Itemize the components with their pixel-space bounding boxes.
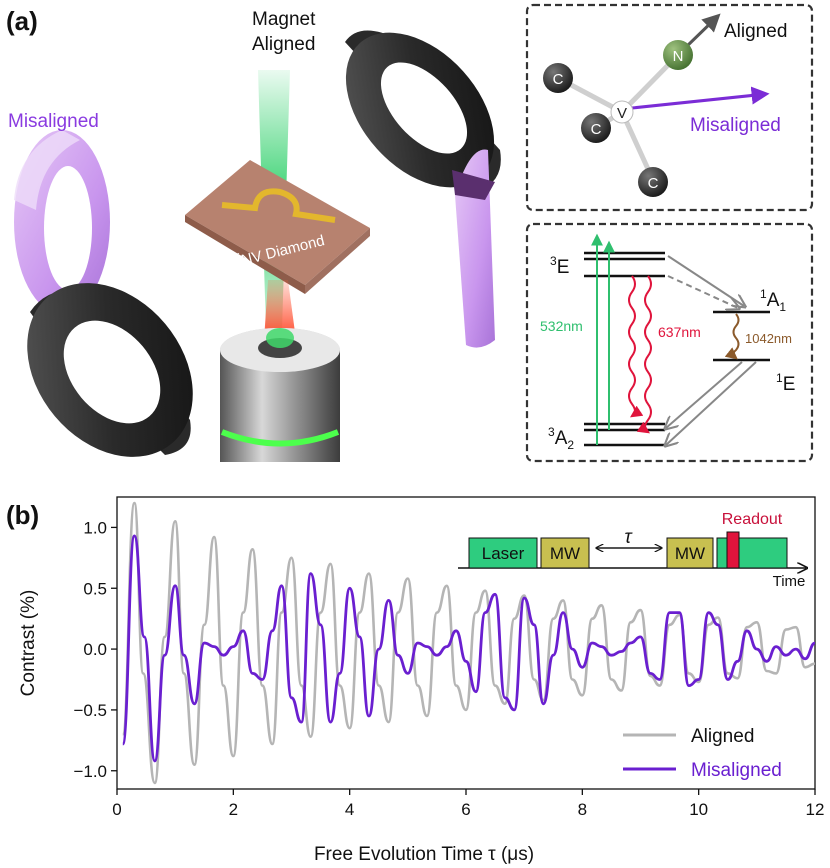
y-tick-label: 0.5 [83, 579, 107, 598]
time-label: Time [773, 573, 806, 590]
ir-wavelength-label: 1042nm [745, 331, 792, 346]
x-tick-label: 4 [345, 800, 354, 819]
x-tick-label: 6 [461, 800, 470, 819]
y-tick-label: 1.0 [83, 518, 107, 537]
tau-label: τ [624, 527, 633, 548]
pulse-sequence-inset: Time Laser MW τ MW Readout [458, 511, 806, 590]
nitrogen-atom [663, 40, 693, 70]
excitation-wavelength-label: 532nm [540, 318, 583, 334]
misaligned-magnet-label: Misaligned [8, 111, 99, 132]
y-tick-label: −0.5 [73, 701, 107, 720]
aligned-axis-arrow [683, 13, 721, 50]
x-tick-label: 2 [229, 800, 238, 819]
nv-diamond-sample [185, 160, 370, 294]
x-tick-label: 10 [689, 800, 708, 819]
structure-aligned-label: Aligned [724, 21, 787, 42]
y-tick-label: −1.0 [73, 762, 107, 781]
series-line-misaligned [121, 534, 816, 763]
misaligned-magnet-right [452, 149, 495, 348]
level-1A1-label: 1A1 [760, 287, 786, 314]
structure-misaligned-label: Misaligned [690, 115, 781, 136]
aligned-magnet-left [27, 283, 193, 457]
legend-aligned: Aligned [691, 726, 754, 747]
svg-text:C: C [648, 175, 659, 192]
x-ticks: 0 2 4 6 8 10 12 [112, 789, 824, 819]
misaligned-axis-arrow [631, 86, 770, 110]
x-tick-label: 12 [806, 800, 825, 819]
y-tick-label: 0.0 [83, 640, 107, 659]
microscope-objective [220, 328, 340, 462]
energy-level-diagram: 3E 3A2 1A1 1E 532nm 637nm 1042nm [525, 222, 814, 463]
carbon-atom [543, 63, 573, 93]
x-tick-label: 8 [578, 800, 587, 819]
panel-b-label: (b) [6, 500, 39, 530]
svg-text:C: C [591, 121, 602, 138]
x-axis-label: Free Evolution Time τ (μs) [314, 844, 534, 865]
misaligned-magnet-left [14, 130, 110, 314]
mw-pulse-1-label: MW [550, 544, 580, 563]
chart-legend: Aligned Misaligned [623, 726, 782, 781]
svg-text:V: V [617, 105, 627, 122]
svg-text:C: C [553, 71, 564, 88]
carbon-atom [581, 113, 611, 143]
level-3A2-label: 3A2 [548, 425, 574, 452]
magnet-aligned-label-line2: Aligned [252, 34, 315, 55]
magnet-aligned-label-line1: Magnet [252, 9, 316, 30]
x-tick-label: 0 [112, 800, 121, 819]
emission-wavelength-label: 637nm [658, 324, 701, 340]
y-ticks: −1.0 −0.5 0.0 0.5 1.0 [73, 518, 117, 781]
carbon-atom [638, 167, 668, 197]
laser-pulse-label: Laser [482, 544, 525, 563]
ramsey-chart: −1.0 −0.5 0.0 0.5 1.0 0 2 4 6 8 10 12 Free Evoluti… [18, 496, 824, 865]
vacancy-site [610, 100, 634, 124]
level-1E-label: 1E [776, 371, 795, 395]
legend-misaligned: Misaligned [691, 760, 782, 781]
mw-pulse-2-label: MW [675, 544, 705, 563]
svg-text:N: N [673, 48, 684, 65]
panel-a-label: (a) [6, 6, 38, 36]
nv-structure-panel: C C C N V Aligned Misaligned [525, 3, 814, 212]
y-axis-label: Contrast (%) [18, 590, 39, 697]
aligned-magnet-right [345, 30, 501, 190]
level-3E-label: 3E [550, 254, 569, 278]
readout-label: Readout [722, 511, 783, 528]
fluorescence-beam [264, 280, 296, 340]
